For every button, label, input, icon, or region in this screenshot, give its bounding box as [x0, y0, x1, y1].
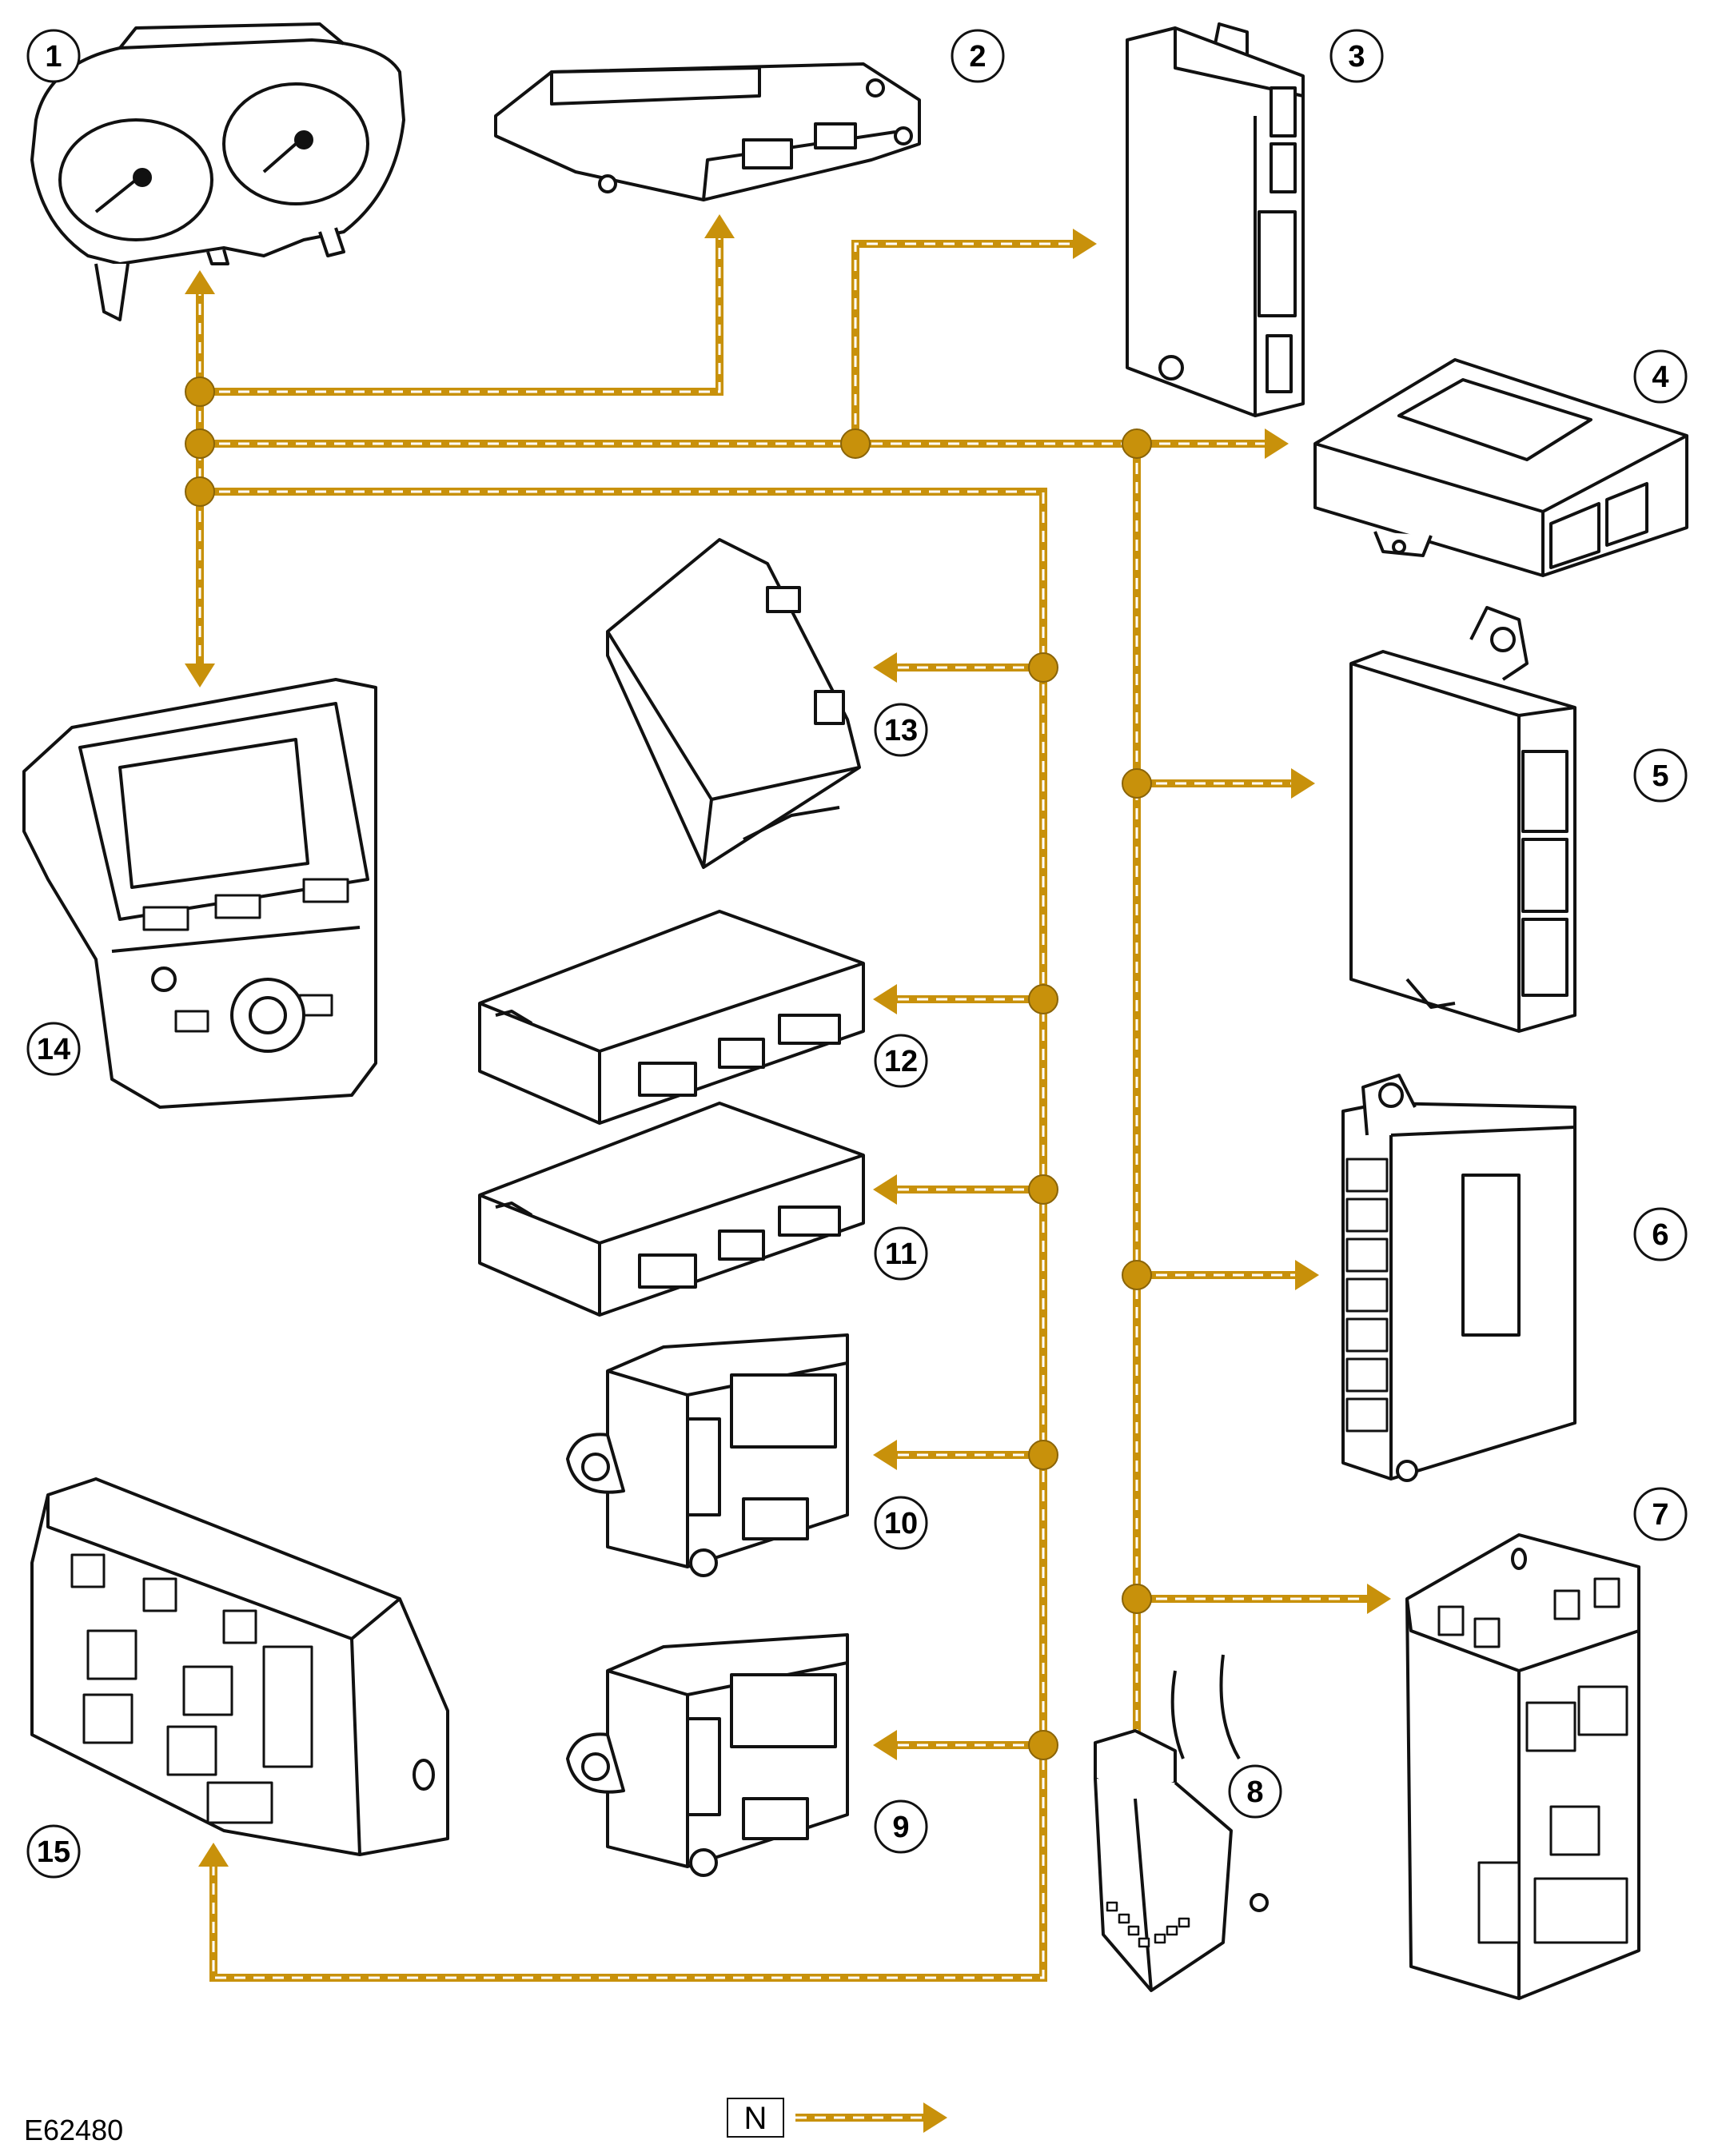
callout-14: 14: [26, 1022, 81, 1076]
figure-ref: E62480: [24, 2114, 123, 2146]
arrowhead: [1291, 768, 1315, 799]
svg-text:13: 13: [884, 714, 918, 747]
junction-node: [1122, 428, 1152, 459]
legend-label: N: [744, 2101, 767, 2136]
callout-3: 3: [1329, 29, 1384, 83]
callout-6: 6: [1633, 1207, 1688, 1261]
svg-text:3: 3: [1348, 40, 1365, 74]
callout-13: 13: [874, 703, 928, 757]
svg-text:8: 8: [1246, 1775, 1263, 1809]
svg-text:6: 6: [1652, 1218, 1668, 1252]
junction-node: [1122, 768, 1152, 799]
svg-text:9: 9: [892, 1811, 909, 1844]
callout-15: 15: [26, 1824, 81, 1879]
touch-screen-icon: [22, 678, 377, 1109]
arrowhead: [873, 1174, 897, 1205]
junction-node: [185, 377, 215, 407]
legend: N: [727, 2098, 947, 2138]
svg-text:2: 2: [969, 40, 986, 74]
control-module-icon: [478, 910, 865, 1125]
svg-text:12: 12: [884, 1045, 918, 1078]
junction-node: [1028, 1174, 1058, 1205]
callout-10: 10: [874, 1496, 928, 1550]
legend-box: [727, 2098, 784, 2138]
junction-node: [1122, 1260, 1152, 1290]
fuse-box-icon: [30, 1477, 449, 1856]
arrowhead: [1073, 229, 1097, 259]
svg-text:11: 11: [885, 1237, 917, 1271]
junction-node: [185, 428, 215, 459]
arrowhead: [704, 214, 735, 238]
callout-9: 9: [874, 1799, 928, 1854]
legend-arrowhead: [923, 2102, 947, 2133]
control-module-icon: [1349, 606, 1576, 1033]
control-module-icon: [1313, 358, 1688, 577]
bus-line: [851, 240, 1083, 444]
fuse-box-icon: [1405, 1533, 1640, 2000]
callout-1: 1: [26, 29, 81, 83]
junction-node: [1028, 1440, 1058, 1470]
svg-text:1: 1: [45, 40, 62, 74]
junction-nodes: [185, 377, 1152, 1760]
arrowhead: [873, 984, 897, 1014]
junction-node: [185, 476, 215, 507]
junction-node: [840, 428, 871, 459]
callout-7: 7: [1633, 1487, 1688, 1541]
arrowhead: [1295, 1260, 1319, 1290]
control-module-icon: [606, 538, 861, 869]
arrowhead: [873, 652, 897, 683]
arrowhead: [185, 270, 215, 294]
control-module-icon: [1126, 22, 1305, 417]
callout-4: 4: [1633, 349, 1688, 404]
callout-12: 12: [874, 1034, 928, 1088]
junction-node: [1028, 652, 1058, 683]
junction-node: [1122, 1584, 1152, 1614]
door-module-icon: [566, 1633, 849, 1877]
control-module-icon: [478, 1102, 865, 1317]
callouts: 1 2 3 4 5 6 7 8 9 10 11 12 13 14 15: [26, 29, 1688, 1879]
arrowheads: [185, 214, 1391, 1867]
callout-5: 5: [1633, 748, 1688, 803]
svg-text:7: 7: [1652, 1498, 1668, 1532]
control-module-icon: [1341, 1074, 1576, 1482]
control-module-icon: [494, 62, 921, 201]
arrowhead: [873, 1440, 897, 1470]
arrowhead: [1367, 1584, 1391, 1614]
bus-line: [200, 232, 723, 396]
arrowhead: [185, 664, 215, 687]
svg-text:15: 15: [37, 1835, 70, 1869]
arrowhead: [1265, 428, 1289, 459]
svg-text:4: 4: [1652, 361, 1668, 394]
callout-11: 11: [874, 1226, 928, 1281]
arrowhead: [873, 1730, 897, 1760]
diagnostic-connector-icon: [1094, 1654, 1269, 1992]
instrument-cluster-icon: [30, 22, 405, 321]
callout-2: 2: [951, 29, 1005, 83]
svg-text:10: 10: [884, 1507, 918, 1540]
components: [22, 22, 1688, 2000]
svg-text:14: 14: [37, 1033, 70, 1066]
bus-lines: [185, 214, 1391, 1982]
callout-8: 8: [1228, 1764, 1282, 1819]
arrowhead: [198, 1843, 229, 1867]
svg-text:5: 5: [1652, 759, 1668, 793]
junction-node: [1028, 984, 1058, 1014]
junction-node: [1028, 1730, 1058, 1760]
door-module-icon: [566, 1333, 849, 1577]
